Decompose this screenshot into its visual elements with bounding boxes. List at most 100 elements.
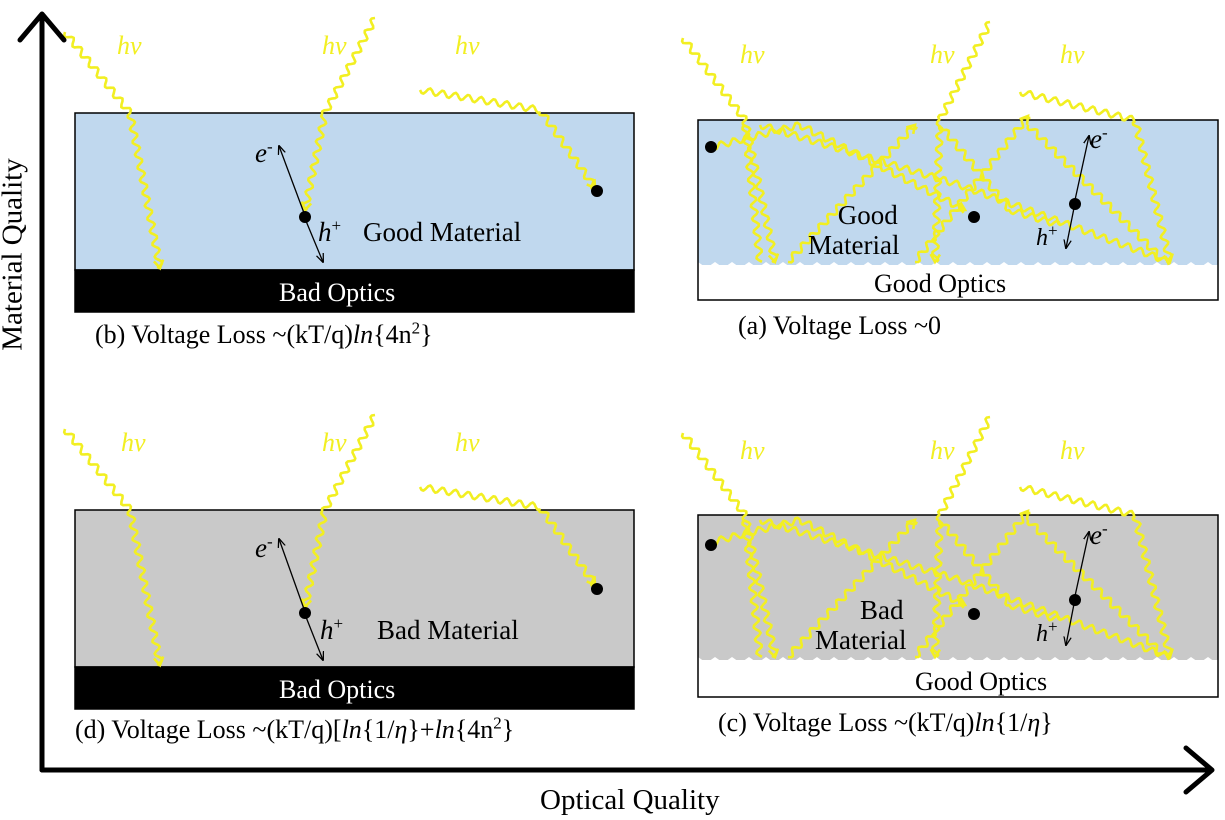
hole-arrow: [1066, 603, 1075, 645]
photon-label: hν: [1060, 436, 1085, 465]
photon-wave: [915, 511, 1031, 659]
photon-label: hν: [121, 428, 146, 457]
photon-wave: [301, 16, 376, 212]
x-axis-arrowhead: [1183, 745, 1215, 795]
photon-wave: [758, 123, 1171, 266]
photon-wave: [1018, 485, 1173, 659]
electron-label: e-: [255, 532, 273, 563]
photon-arrowhead: [905, 123, 917, 135]
photon-wave: [937, 519, 1062, 622]
photon-arrowhead: [905, 518, 917, 530]
panel-d-material-layer: [74, 509, 635, 668]
photon-label: hν: [455, 428, 480, 457]
hole-label: h+: [1036, 221, 1058, 251]
panel-d-material-label: Bad Material: [377, 615, 519, 645]
photon-arrowhead: [1019, 509, 1030, 521]
photon-wave: [711, 121, 965, 214]
photon-arrowhead: [767, 253, 780, 265]
photon-wave: [680, 37, 779, 264]
carrier-dot: [968, 211, 980, 223]
photon-wave: [741, 519, 763, 658]
photon-label: hν: [1060, 40, 1085, 69]
photon-wave: [787, 126, 918, 264]
panel-b-material-layer: [74, 112, 635, 271]
photon-wave: [758, 518, 1171, 661]
carrier-dot: [1069, 198, 1081, 210]
hole-label: h+: [318, 216, 342, 247]
y-axis-title: Material Quality: [0, 158, 29, 351]
carrier-dot: [299, 607, 311, 619]
carriers: [299, 141, 1081, 620]
photon-arrowhead: [300, 201, 313, 213]
photon-label: hν: [930, 40, 955, 69]
photon-label: hν: [322, 428, 347, 457]
photon-wave: [931, 415, 991, 658]
panel-d-optics-layer: [74, 666, 635, 710]
photon-wave: [418, 484, 595, 588]
panel-c-caption: (c) Voltage Loss ~(kT/q)ln{1/η}: [718, 708, 1053, 737]
hole-arrow: [305, 220, 323, 262]
photon-wave: [1026, 124, 1168, 261]
photon-wave: [301, 413, 376, 609]
panel-d-optics-label: Bad Optics: [279, 675, 396, 704]
electron-label: e-: [1090, 123, 1108, 154]
axes: [17, 11, 1215, 795]
panel-b-optics-label: Bad Optics: [279, 278, 396, 307]
electron-arrow: [279, 146, 305, 214]
photon-label: hν: [740, 436, 765, 465]
photon-label: hν: [322, 31, 347, 60]
panel-a-frame: [697, 119, 1219, 301]
panel-b-caption: (b) Voltage Loss ~(kT/q)ln{4n2}: [95, 318, 433, 349]
panel-a-caption: (a) Voltage Loss ~0: [738, 311, 942, 340]
photon-wave: [1018, 90, 1173, 264]
panel-b-optics-layer: [74, 269, 635, 313]
photon-wave: [62, 428, 164, 667]
hole-arrow: [1066, 207, 1075, 248]
photon-wave: [937, 124, 1062, 227]
electron-arrow: [1074, 136, 1089, 201]
electron-label: e-: [255, 137, 273, 168]
photon-arrowhead: [152, 259, 165, 271]
photon-wave: [741, 124, 763, 263]
carrier-arrows: [279, 136, 1089, 660]
panel-c-frame: [697, 514, 1219, 698]
photon-wave: [418, 87, 595, 191]
panel-b-material-label: Good Material: [363, 217, 522, 247]
photon-arrowhead: [1019, 114, 1030, 126]
panel-c-optics-label: Good Optics: [915, 667, 1048, 696]
photon-paths: [62, 16, 1174, 668]
carrier-dot: [591, 583, 603, 595]
photon-wave: [62, 31, 164, 270]
photon-arrowhead: [929, 648, 942, 660]
panel-d-caption: (d) Voltage Loss ~(kT/q)[ln{1/η}+ln{4n2}: [75, 713, 515, 744]
photon-label: hν: [455, 31, 480, 60]
x-axis-title: Optical Quality: [540, 784, 720, 816]
photon-wave: [1026, 519, 1168, 656]
electron-arrow: [1074, 532, 1089, 597]
photon-label: hν: [930, 436, 955, 465]
photon-arrowhead: [152, 656, 165, 668]
electron-arrow: [279, 539, 305, 610]
carrier-dot: [968, 608, 980, 620]
y-axis-arrowhead: [17, 11, 67, 43]
hole-label: h+: [1036, 617, 1058, 647]
photon-wave: [915, 116, 1031, 264]
carrier-dot: [1069, 594, 1081, 606]
electron-label: e-: [1090, 519, 1108, 550]
hole-label: h+: [320, 614, 344, 645]
hole-arrow: [305, 616, 323, 660]
carrier-dot: [705, 539, 717, 551]
carrier-dot: [705, 141, 717, 153]
photon-label: hν: [117, 31, 142, 60]
photon-wave: [931, 20, 991, 263]
panel-a-textured-interface: [698, 262, 1218, 272]
carrier-dot: [299, 211, 311, 223]
panel-c-textured-interface: [698, 657, 1218, 667]
panel-a-optics-label: Good Optics: [874, 269, 1007, 298]
photon-arrowhead: [767, 648, 780, 660]
carrier-dot: [591, 185, 603, 197]
